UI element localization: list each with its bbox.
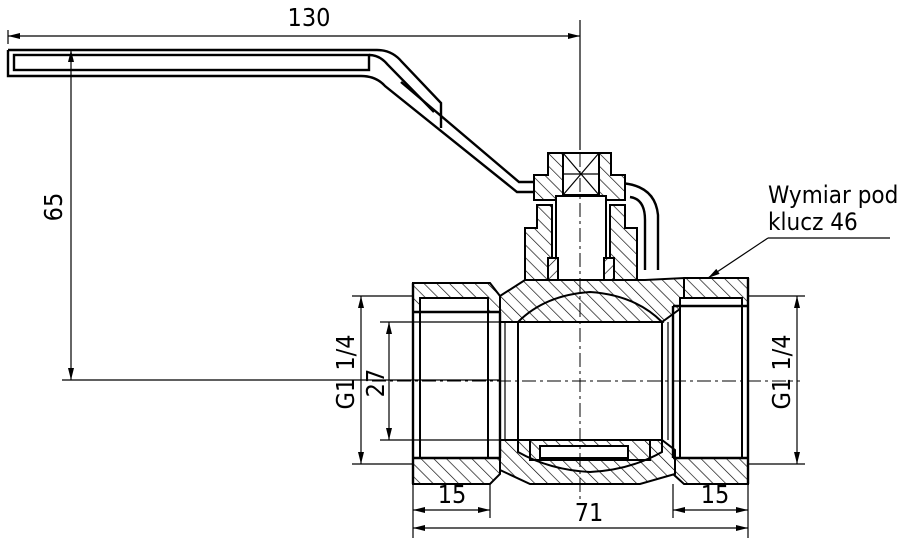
dimension-130: 130 — [7, 3, 581, 150]
dimension-15-right: 15 — [672, 480, 749, 538]
dimension-thread-left: G1 1/4 — [331, 295, 413, 465]
dim-text-71: 71 — [575, 498, 604, 527]
dim-text-130: 130 — [288, 3, 331, 32]
dimension-thread-right: G1 1/4 — [748, 295, 805, 465]
dim-text-27: 27 — [361, 369, 390, 398]
dim-text-65: 65 — [39, 193, 68, 222]
dim-text-15-left: 15 — [438, 480, 467, 509]
dimension-65: 65 — [39, 49, 500, 381]
dimension-71: 71 — [413, 498, 748, 531]
valve-body — [411, 276, 750, 485]
wrench-size-note: Wymiar pod klucz 46 — [707, 181, 898, 279]
dimension-27: 27 — [361, 321, 518, 441]
lever-handle — [6, 48, 660, 270]
note-line-2: klucz 46 — [768, 208, 858, 236]
dim-text-15-right: 15 — [701, 480, 730, 509]
dim-text-thread-left: G1 1/4 — [331, 334, 360, 409]
dim-text-thread-right: G1 1/4 — [767, 334, 796, 409]
note-line-1: Wymiar pod — [768, 181, 898, 209]
dimension-15-left: 15 — [412, 480, 491, 538]
